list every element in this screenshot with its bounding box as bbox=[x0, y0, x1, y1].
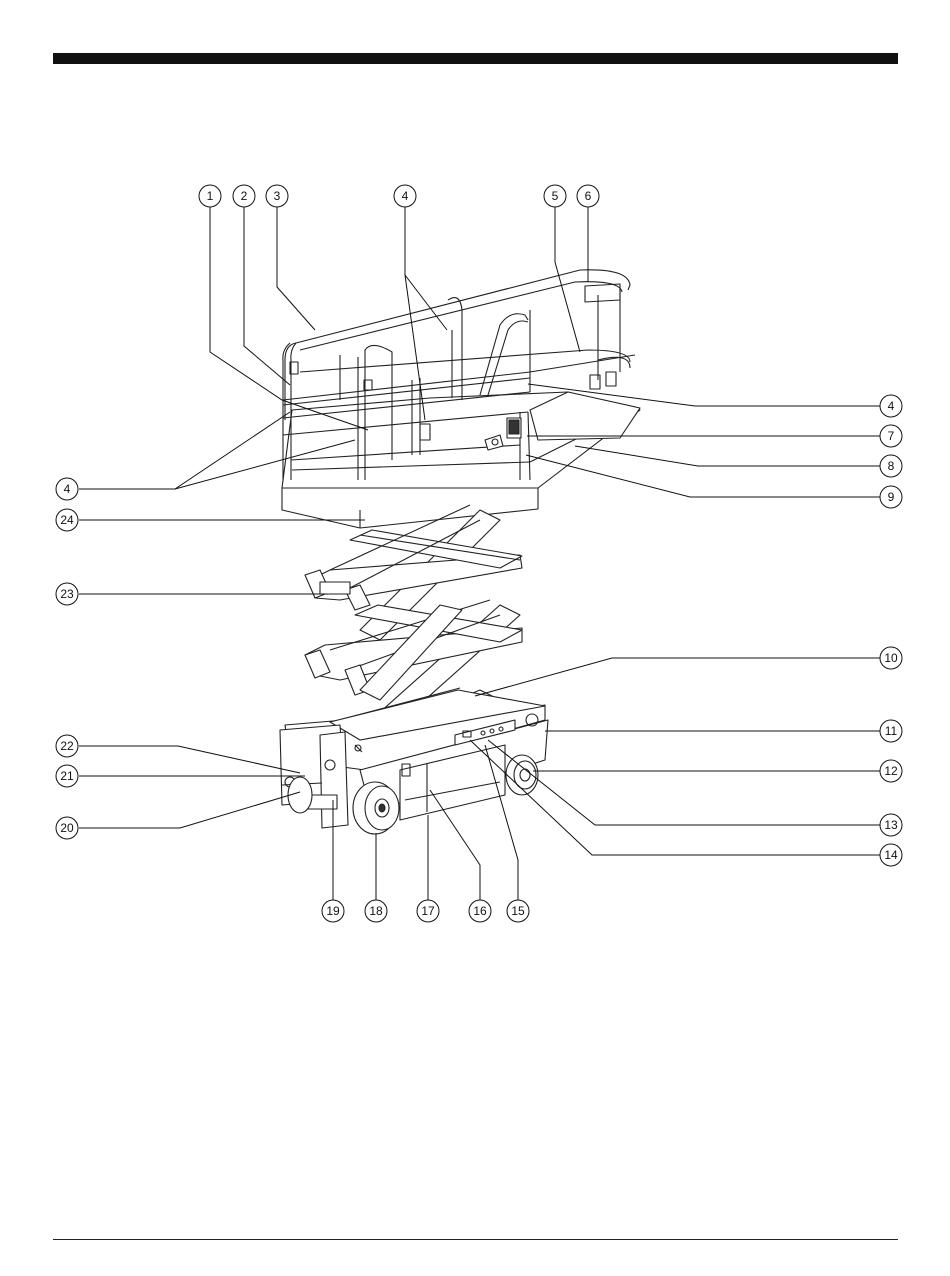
svg-text:4: 4 bbox=[888, 399, 895, 413]
callout-5: 5 bbox=[544, 185, 566, 207]
callout-11: 11 bbox=[880, 720, 902, 742]
callout-16: 16 bbox=[469, 900, 491, 922]
callout-6: 6 bbox=[577, 185, 599, 207]
callout-7: 7 bbox=[880, 425, 902, 447]
svg-text:20: 20 bbox=[60, 821, 74, 835]
callout-3: 3 bbox=[266, 185, 288, 207]
svg-text:19: 19 bbox=[326, 904, 340, 918]
leader-3 bbox=[277, 207, 315, 330]
callout-4-left: 4 bbox=[56, 478, 78, 500]
callout-17: 17 bbox=[417, 900, 439, 922]
svg-text:6: 6 bbox=[585, 189, 592, 203]
callout-19: 19 bbox=[322, 900, 344, 922]
svg-text:13: 13 bbox=[884, 818, 898, 832]
svg-text:23: 23 bbox=[60, 587, 74, 601]
leader-20 bbox=[79, 792, 300, 828]
callout-4-top: 4 bbox=[394, 185, 416, 207]
callout-24: 24 bbox=[56, 509, 78, 531]
callout-9: 9 bbox=[880, 486, 902, 508]
scissor-lift-illustration bbox=[280, 270, 640, 834]
callout-20: 20 bbox=[56, 817, 78, 839]
svg-text:9: 9 bbox=[888, 490, 895, 504]
svg-text:4: 4 bbox=[402, 189, 409, 203]
leader-9 bbox=[526, 455, 880, 497]
svg-text:10: 10 bbox=[884, 651, 898, 665]
leader-4-left-a bbox=[79, 412, 290, 489]
svg-text:5: 5 bbox=[552, 189, 559, 203]
callout-4-right: 4 bbox=[880, 395, 902, 417]
svg-text:18: 18 bbox=[369, 904, 383, 918]
svg-text:3: 3 bbox=[274, 189, 281, 203]
callout-12: 12 bbox=[880, 760, 902, 782]
callout-15: 15 bbox=[507, 900, 529, 922]
svg-text:4: 4 bbox=[64, 482, 71, 496]
callout-14: 14 bbox=[880, 844, 902, 866]
leader-22 bbox=[79, 746, 300, 773]
svg-text:11: 11 bbox=[885, 724, 898, 738]
svg-text:15: 15 bbox=[511, 904, 525, 918]
svg-text:21: 21 bbox=[60, 769, 74, 783]
callout-21: 21 bbox=[56, 765, 78, 787]
callout-22: 22 bbox=[56, 735, 78, 757]
svg-text:7: 7 bbox=[888, 429, 895, 443]
svg-text:22: 22 bbox=[60, 739, 74, 753]
svg-text:24: 24 bbox=[60, 513, 74, 527]
leader-10 bbox=[475, 658, 880, 696]
svg-text:14: 14 bbox=[884, 848, 898, 862]
svg-text:1: 1 bbox=[207, 189, 214, 203]
svg-text:2: 2 bbox=[241, 189, 248, 203]
callout-23: 23 bbox=[56, 583, 78, 605]
svg-text:12: 12 bbox=[884, 764, 898, 778]
svg-text:8: 8 bbox=[888, 459, 895, 473]
leader-1 bbox=[210, 206, 368, 430]
callout-1: 1 bbox=[199, 185, 221, 207]
leader-5 bbox=[555, 207, 580, 352]
callout-2: 2 bbox=[233, 185, 255, 207]
leader-4-top-a bbox=[405, 207, 447, 330]
callout-13: 13 bbox=[880, 814, 902, 836]
svg-text:17: 17 bbox=[421, 904, 435, 918]
leader-8 bbox=[575, 446, 880, 466]
callout-8: 8 bbox=[880, 455, 902, 477]
callout-10: 10 bbox=[880, 647, 902, 669]
callout-18: 18 bbox=[365, 900, 387, 922]
svg-text:16: 16 bbox=[473, 904, 487, 918]
